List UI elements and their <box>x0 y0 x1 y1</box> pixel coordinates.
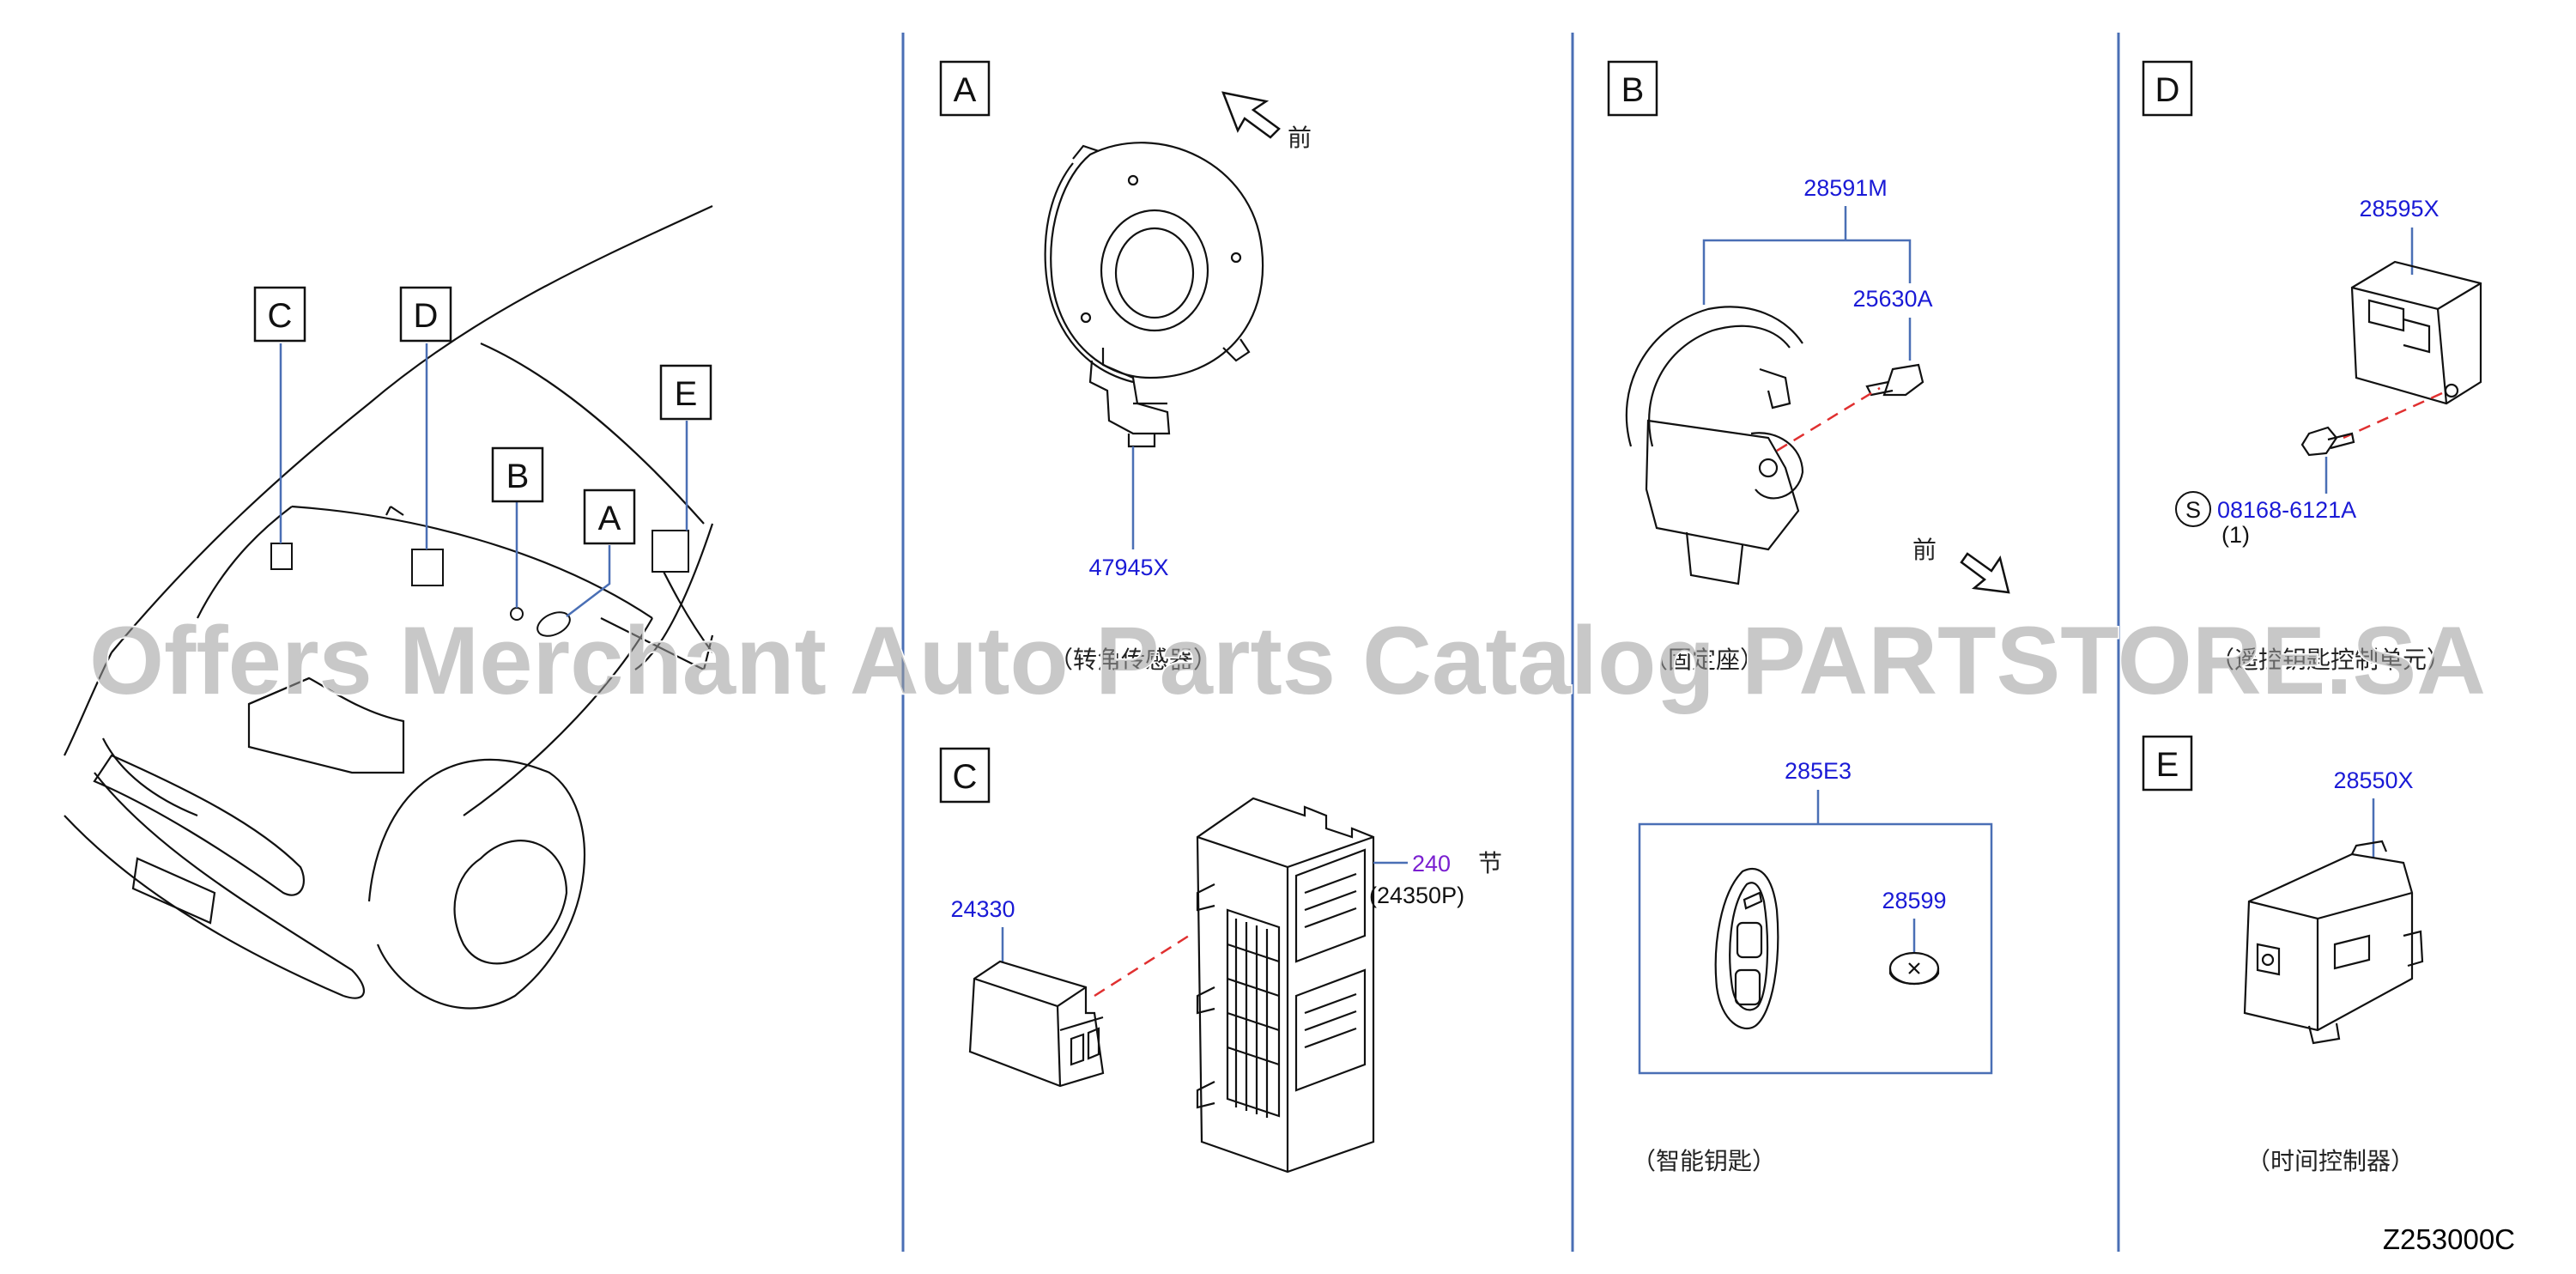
overview-label-d: D <box>414 297 439 335</box>
front-label-b: 前 <box>1912 536 1937 564</box>
watermark-text: Offers Merchant Auto Parts Catalog PARTS… <box>89 607 2486 714</box>
overview-callout-c: C <box>253 286 306 343</box>
caption-d: （遥控钥匙控制单元） <box>2210 646 2451 674</box>
panel-d: D 28595X S 08168-6121A (1) （遥控钥匙控制单元） <box>2142 60 2482 674</box>
standard-part-letter: S <box>2185 497 2201 523</box>
overview-callout-d: D <box>399 286 452 343</box>
part-number-28595x: 28595X <box>2359 196 2439 221</box>
part-number-25630a: 25630A <box>1852 286 1932 312</box>
caption-key: （智能钥匙） <box>1632 1147 1776 1175</box>
diagram-code: Z253000C <box>2383 1223 2515 1255</box>
panel-e: E 28550X （时间控制器） <box>2142 735 2424 1175</box>
timer-unit-drawing <box>2243 840 2424 1045</box>
part-number-285e3: 285E3 <box>1785 758 1852 784</box>
fuse-block-drawing <box>1196 797 1375 1174</box>
overview-leaders <box>279 343 688 617</box>
steering-angle-sensor-drawing <box>1044 142 1264 448</box>
overview-components <box>270 530 689 637</box>
dash-line-b <box>1776 386 1881 452</box>
front-arrow-icon <box>1221 91 1281 139</box>
vehicle-overview <box>64 205 714 1010</box>
keyless-control-unit-drawing <box>2350 260 2482 405</box>
part-number-08168-6121a: 08168-6121A <box>2217 497 2356 523</box>
quantity-label: (1) <box>2221 522 2250 548</box>
panel-key: 285E3 28599 （智能钥匙） <box>1632 758 1993 1175</box>
key-group-box <box>1638 822 1993 1075</box>
overview-label-a: A <box>598 500 621 537</box>
front-arrow-icon <box>1960 552 2010 594</box>
panel-dividers <box>901 33 2120 1252</box>
part-number-24330: 24330 <box>950 896 1015 922</box>
caption-a: （转角传感器） <box>1049 646 1217 674</box>
panel-b: B 28591M 25630A 前 （固定座） <box>1607 60 2010 674</box>
part-number-24350p: (24350P) <box>1369 883 1464 908</box>
bracket-drawing <box>1625 306 1924 585</box>
overview-label-e: E <box>675 375 698 413</box>
panel-d-letter: D <box>2155 71 2180 109</box>
part-number-28591m: 28591M <box>1803 175 1888 201</box>
section-label-c: 节 <box>1478 849 1502 877</box>
relay-drawing <box>968 960 1105 1088</box>
dash-line-c <box>1094 934 1190 998</box>
caption-b: （固定座） <box>1644 646 1764 674</box>
part-number-47945x: 47945X <box>1088 555 1168 580</box>
caption-e: （时间控制器） <box>2246 1147 2415 1175</box>
overview-label-c: C <box>268 297 293 335</box>
panel-c: C 24330 240 节 (24350P) <box>939 747 1502 1174</box>
panel-a-letter: A <box>954 71 977 109</box>
front-label-a: 前 <box>1288 124 1312 152</box>
standard-part-symbol <box>2175 491 2211 527</box>
overview-callout-e: E <box>659 364 712 421</box>
panel-c-letter: C <box>953 758 978 796</box>
part-number-240: 240 <box>1412 851 1451 877</box>
battery-drawing <box>1888 951 1940 986</box>
part-number-28599: 28599 <box>1882 888 1946 913</box>
overview-label-b: B <box>506 458 530 495</box>
panel-e-letter: E <box>2156 746 2179 784</box>
panel-b-letter: B <box>1621 71 1645 109</box>
screw-drawing <box>2300 426 2355 457</box>
smart-key-drawing <box>1714 867 1779 1030</box>
dash-line-d <box>2343 391 2443 440</box>
panel-a: A 前 47945X （转角传感器） <box>939 60 1312 674</box>
overview-callout-b: B <box>491 446 544 503</box>
part-number-28550x: 28550X <box>2333 767 2413 793</box>
leader-28591m <box>1702 239 1912 305</box>
overview-callout-a: A <box>583 488 636 545</box>
